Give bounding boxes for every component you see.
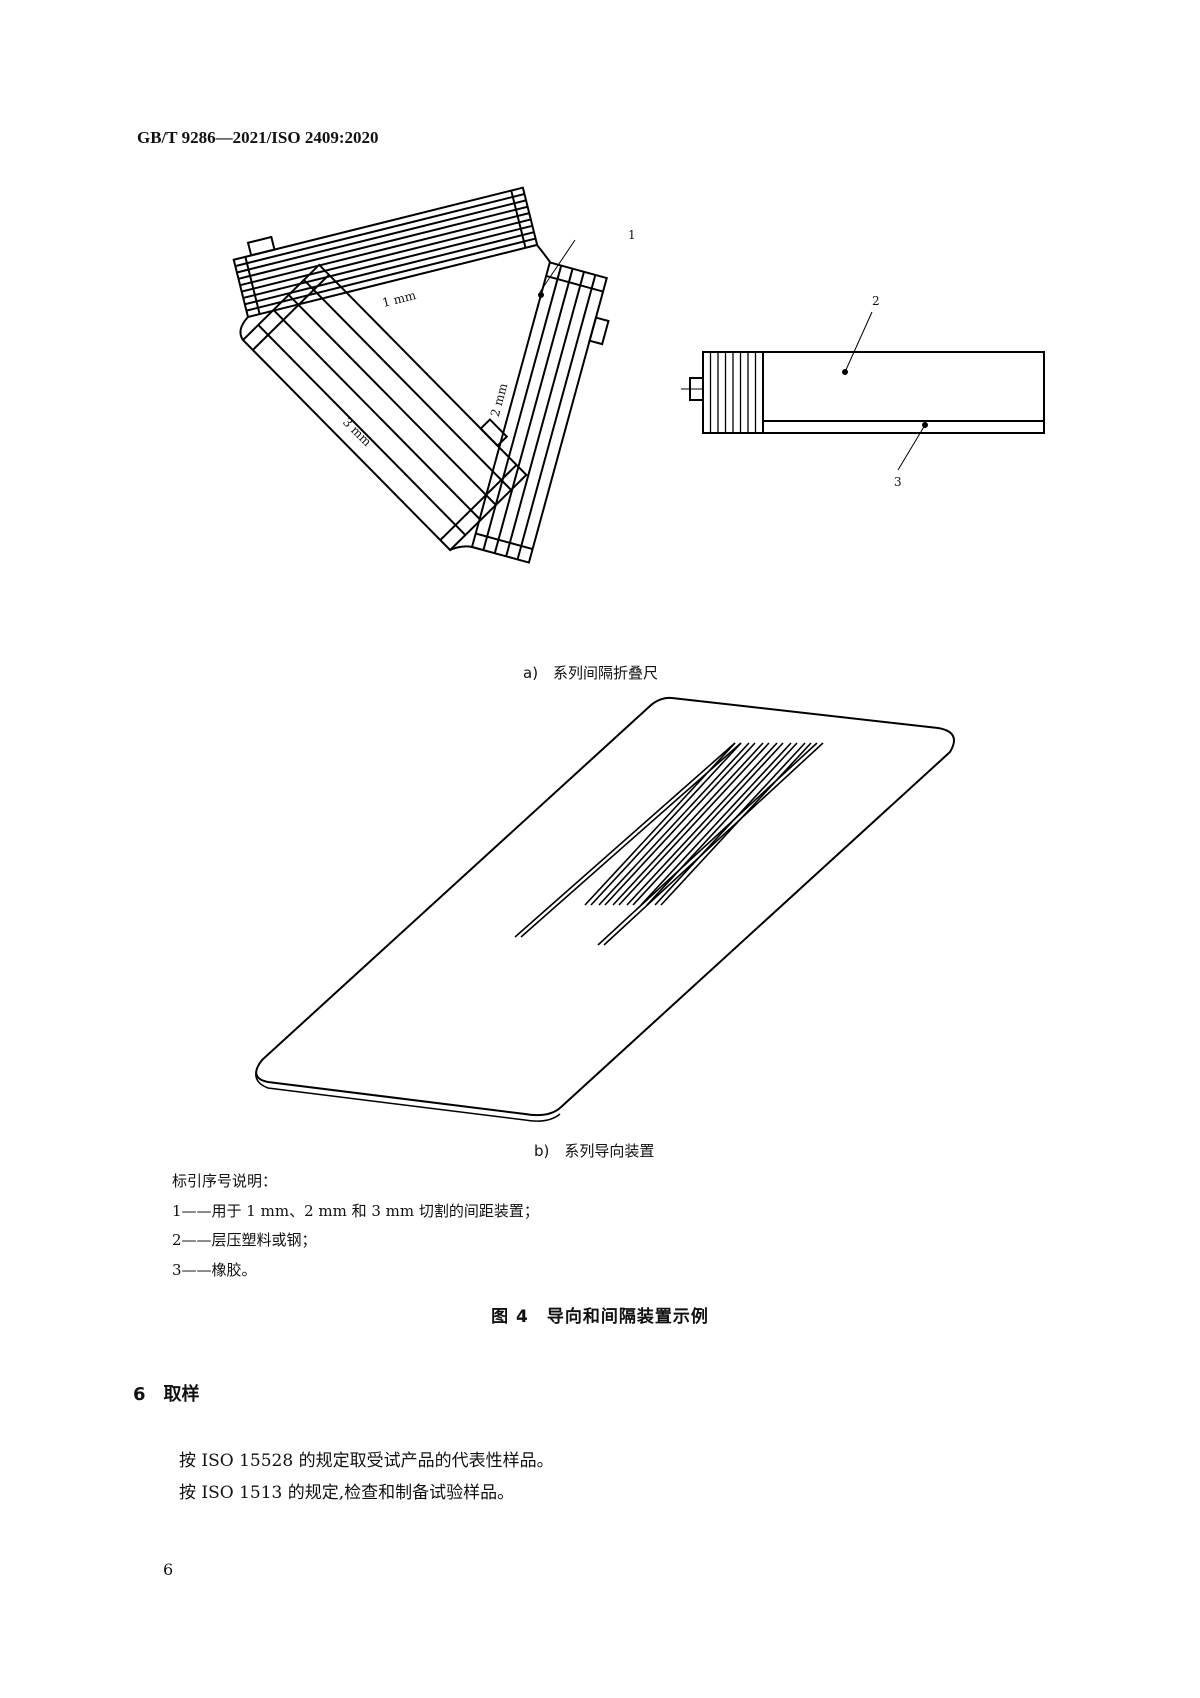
drawing-line [288,294,497,506]
callout-2: 2 [872,294,880,308]
caption-a: a) 系列间隔折叠尺 [523,664,659,682]
drawing-line [239,212,530,287]
drawing-line [598,742,750,906]
drawing-line [590,742,742,906]
drawing-line [246,237,536,312]
legend-item: 2——层压塑料或钢； [172,1231,317,1249]
drawing-line [632,742,784,906]
spacer-strip-3mm [241,263,528,552]
drawing-line [646,742,798,906]
drawing-line [603,742,824,946]
paragraph: 按 ISO 15528 的规定取受试产品的代表性样品。 [179,1451,554,1471]
drawing-line [235,193,525,268]
drawing-line [597,742,818,946]
spacer-strip-1mm [232,186,539,319]
drawing-line [493,268,574,554]
guide-section-view [681,311,1045,471]
drawing-line [243,224,533,299]
drawing-line [505,271,585,557]
legend-title: 标引序号说明： [172,1172,278,1190]
callout-3: 3 [894,475,902,489]
drawing-line [520,742,742,938]
drawing-line [244,231,535,306]
callout-1: 1 [628,228,636,242]
drawing-line [516,274,597,560]
drawing-line [272,309,482,521]
caption-b: b) 系列导向装置 [534,1142,655,1160]
legend-item: 1——用于 1 mm、2 mm 和 3 mm 切割的间距装置； [172,1202,539,1220]
standard-header: GB/T 9286—2021/ISO 2409:2020 [137,128,379,147]
guide-plate [255,696,955,1122]
drawing-line [640,742,792,906]
drawing-line [482,265,563,551]
hinge [239,316,249,341]
hinge [536,244,551,263]
spacer-strip-2mm [470,261,610,564]
drawing-line [241,218,532,293]
hinge [449,545,473,551]
drawing-line [238,205,528,280]
drawing-line [612,742,764,906]
legend-item: 3——橡胶。 [172,1261,257,1279]
drawing-line [257,324,467,536]
page-number: 6 [163,1560,174,1579]
drawing-line [604,742,756,906]
section-heading: 6 取样 [133,1384,200,1405]
drawing-line [514,742,736,938]
drawing-line [626,742,778,906]
figure-title: 图 4 导向和间隔装置示例 [491,1307,709,1327]
drawing-line [236,199,527,274]
drawing-line [618,742,770,906]
drawing-line [303,279,512,491]
paragraph: 按 ISO 1513 的规定,检查和制备试验样品。 [179,1483,515,1503]
